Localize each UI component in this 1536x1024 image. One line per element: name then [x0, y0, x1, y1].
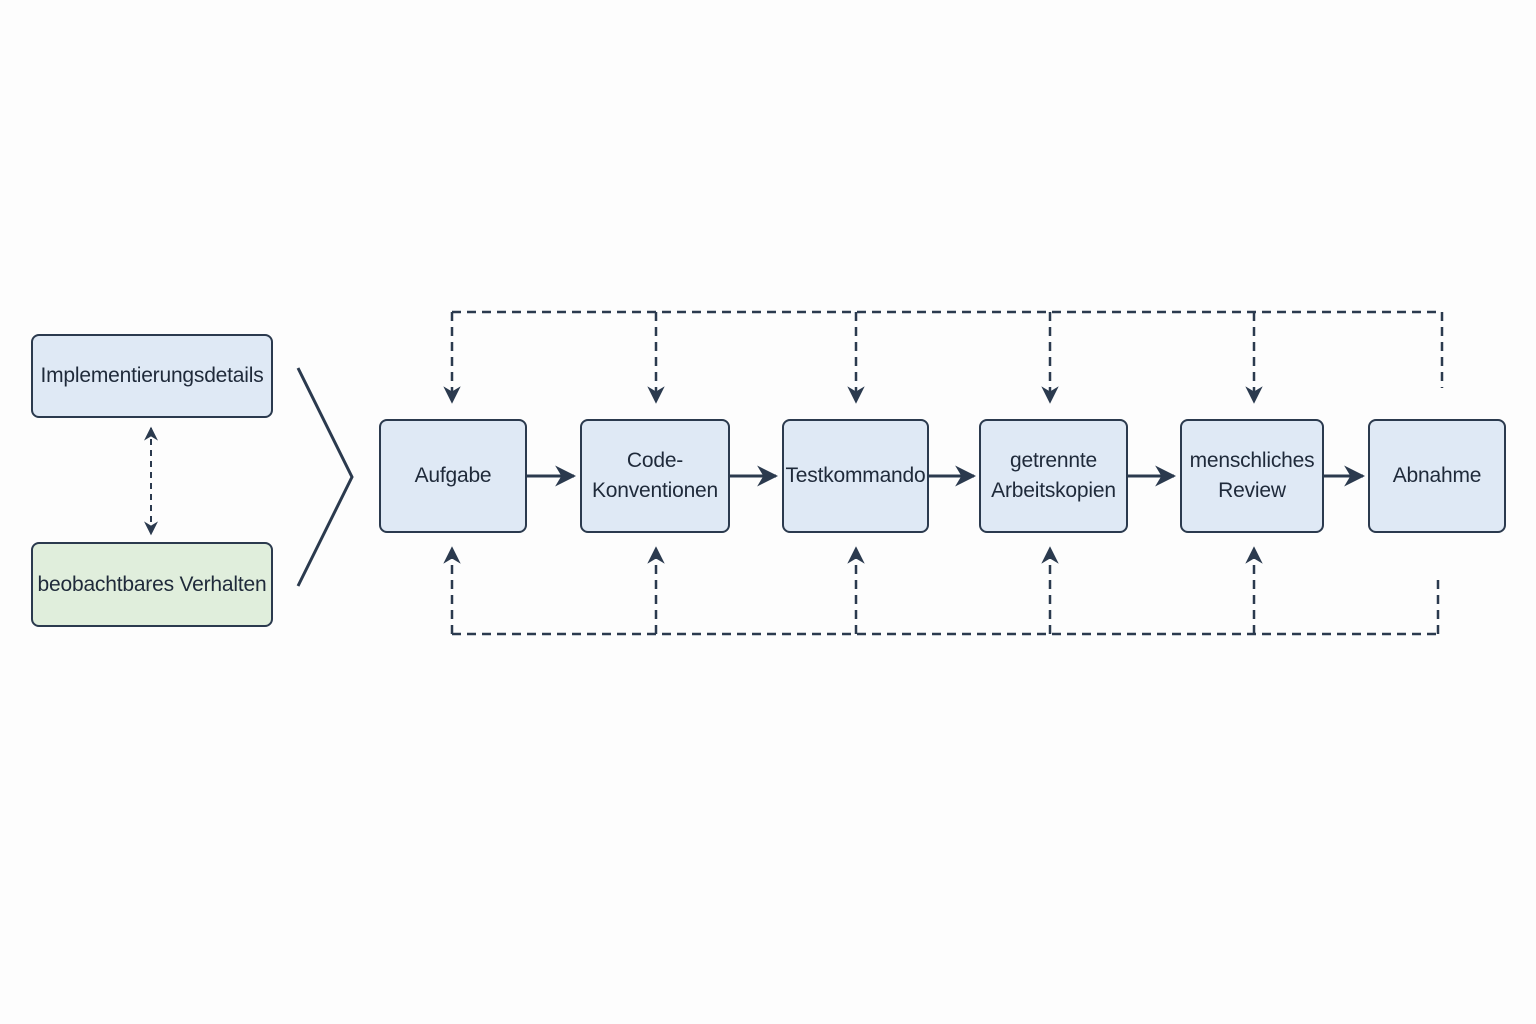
observable-behavior-label: beobachtbares Verhalten: [37, 572, 267, 596]
top-feedback-bus: [443, 310, 1444, 404]
step-aufgabe: Aufgabe: [379, 419, 527, 533]
step-label: getrennte Arbeitskopien: [991, 449, 1116, 502]
chevron-icon: [296, 367, 354, 587]
step-label: menschliches Review: [1189, 449, 1315, 502]
observable-behavior-box: beobachtbares Verhalten: [31, 542, 273, 627]
implementation-details-label: Implementierungsdetails: [40, 364, 264, 387]
step-testkommando: Testkommando: [782, 419, 929, 533]
step-label: Aufgabe: [414, 464, 492, 487]
step-label: Testkommando: [785, 464, 926, 487]
bottom-feedback-bus: [443, 546, 1440, 636]
step-abnahme: Abnahme: [1368, 419, 1506, 533]
step-code-konventionen: Code- Konventionen: [580, 419, 730, 533]
step-label: Code- Konventionen: [591, 449, 719, 502]
step-menschliches-review: menschliches Review: [1180, 419, 1324, 533]
step-getrennte-arbeitskopien: getrennte Arbeitskopien: [979, 419, 1128, 533]
implementation-details-box: Implementierungsdetails: [31, 334, 273, 418]
step-label: Abnahme: [1392, 464, 1482, 487]
